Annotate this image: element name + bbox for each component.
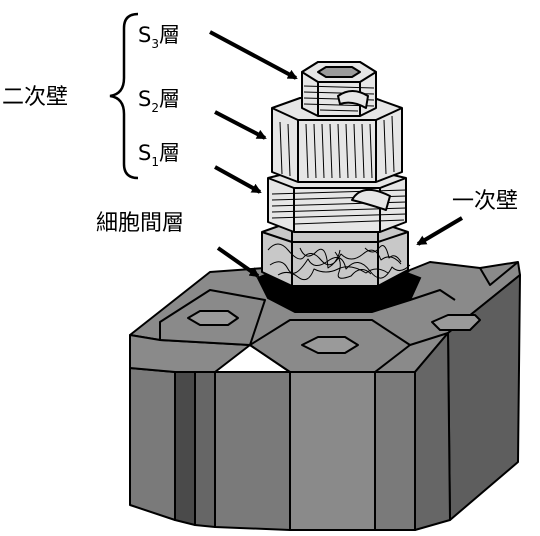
s3-layer [301, 61, 377, 117]
cell-block-front-mid-left [194, 364, 216, 528]
s1-layer [267, 171, 407, 233]
cell-wall-lines-3 [479, 261, 519, 286]
s3-lumen [317, 66, 361, 78]
s1-top-edge [267, 177, 407, 189]
s1-peel [351, 189, 391, 211]
label-s3: S3層 [138, 23, 180, 51]
label-primary-wall: 一次壁 [452, 189, 518, 214]
cell-block-front-groove [174, 364, 196, 526]
cell-block-front-mid [214, 371, 291, 531]
lumen-center [301, 336, 359, 354]
arrow-s2 [214, 110, 267, 140]
label-middle-lamella: 細胞間層 [96, 211, 184, 236]
arrow-s1 [214, 165, 262, 194]
cell-block-front-right [374, 371, 416, 531]
s2-top-edge [271, 107, 403, 121]
arrows [209, 30, 464, 278]
arrow-primary-wall [416, 216, 464, 246]
primary-wall-fibrils [267, 243, 411, 281]
s3-peel [337, 90, 369, 109]
label-secondary-wall: 二次壁 [2, 85, 68, 110]
label-s1: S1層 [138, 141, 180, 169]
cell-block-front-center [289, 371, 376, 531]
arrow-s3 [209, 30, 298, 80]
cell-block-front-far-right [414, 332, 451, 531]
cell-wall-lines [409, 332, 449, 346]
lumen-right [431, 314, 481, 331]
s2-microfibrils [279, 115, 395, 179]
primary-wall-top-edge [261, 231, 409, 243]
cell-block [129, 261, 521, 531]
arrow-middle-lamella [216, 246, 260, 278]
label-s2: S2層 [138, 87, 180, 115]
cell-block-front-left [129, 367, 176, 521]
secondary-wall-brace [109, 12, 139, 180]
lumen-left [187, 310, 239, 326]
cell-wall-lines-2 [409, 289, 456, 301]
